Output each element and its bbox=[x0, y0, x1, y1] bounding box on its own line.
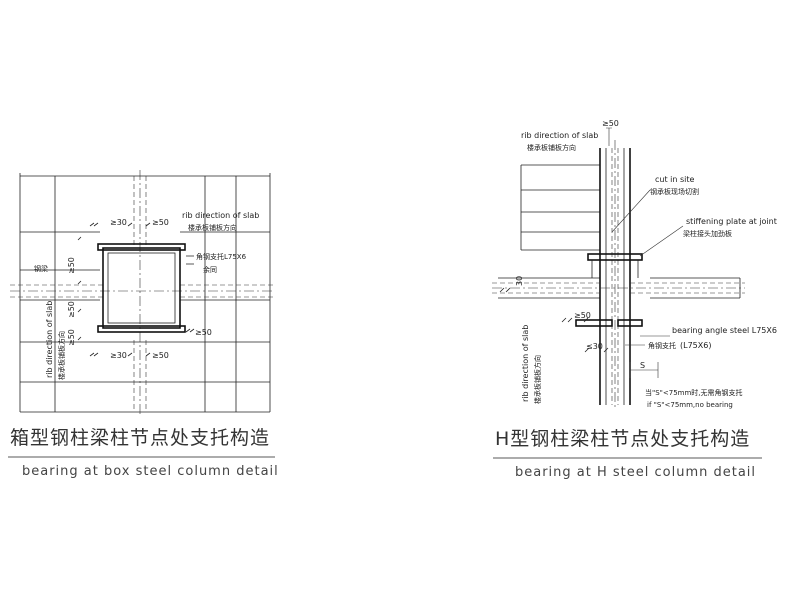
dim-30-top: ≥30 bbox=[110, 218, 127, 227]
h-column bbox=[599, 140, 631, 410]
dim-30-right: 30 bbox=[515, 276, 524, 286]
dim-50-mid-right: ≥50 bbox=[574, 311, 591, 320]
rib-direction-cn-vertical-right: 楼承板铺板方向 bbox=[533, 355, 542, 404]
beam-centerlines-left bbox=[10, 170, 275, 415]
slab-outline-right-upper bbox=[498, 164, 741, 299]
note-cn: 当"S"<75mm时,无需角钢支托 bbox=[645, 388, 743, 397]
right-title-cn: H型钢柱梁柱节点处支托构造 bbox=[495, 428, 750, 450]
h-beam-and-stiffener bbox=[492, 253, 745, 327]
rib-direction-en-right: rib direction of slab bbox=[521, 131, 598, 140]
dim-50-top: ≥50 bbox=[152, 218, 169, 227]
cut-in-site-en: cut in site bbox=[655, 175, 695, 184]
box-column-detail: ≥30 ≥50 rib direction of slab 楼承板铺板方向 钢梁… bbox=[8, 170, 279, 479]
bearing-angle-size: (L75X6) bbox=[680, 341, 711, 350]
box-column bbox=[97, 243, 186, 333]
cut-in-site-cn: 钢承板现场切割 bbox=[650, 187, 699, 196]
dim-marks-left bbox=[77, 222, 195, 357]
rib-direction-en-top: rib direction of slab bbox=[182, 211, 259, 220]
dim-50-left-upper: ≥50 bbox=[67, 257, 76, 274]
bearing-angle-en: bearing angle steel L75X6 bbox=[672, 326, 777, 335]
rib-direction-en-vertical-right: rib direction of slab bbox=[521, 325, 530, 402]
right-title-en: bearing at H steel column detail bbox=[515, 465, 756, 480]
dim-50-bottom: ≥50 bbox=[152, 351, 169, 360]
rib-direction-en-vertical: rib direction of slab bbox=[45, 301, 54, 378]
stiffening-plate-en: stiffening plate at joint bbox=[686, 217, 777, 226]
left-title-en: bearing at box steel column detail bbox=[22, 464, 279, 479]
slab-outline-left bbox=[19, 173, 271, 413]
stiffening-plate-cn: 梁柱接头加劲板 bbox=[683, 229, 732, 238]
leaders-right bbox=[499, 127, 684, 378]
left-title-cn: 箱型钢柱梁柱节点处支托构造 bbox=[10, 427, 270, 449]
dim-50-right: ≥50 bbox=[195, 328, 212, 337]
surround-label: 余同 bbox=[203, 265, 217, 274]
dim-50-left-lower: ≥50 bbox=[67, 329, 76, 346]
steel-beam-label: 钢梁 bbox=[34, 264, 48, 273]
rib-direction-cn-vertical: 楼承板铺板方向 bbox=[57, 331, 66, 380]
dim-30-low-right: ≤30 bbox=[586, 342, 603, 351]
angle-support-label: 角钢支托L75X6 bbox=[196, 252, 247, 261]
h-column-detail: ≥50 rib direction of slab 楼承板铺板方向 cut in… bbox=[492, 119, 777, 480]
bearing-angle-cn: 角钢支托 bbox=[648, 341, 676, 350]
dim-50-left-mid: ≥50 bbox=[67, 301, 76, 318]
rib-direction-cn-right: 楼承板铺板方向 bbox=[527, 143, 576, 152]
dim-50-top-right: ≥50 bbox=[602, 119, 619, 128]
dim-30-bottom: ≥30 bbox=[110, 351, 127, 360]
dim-s: S bbox=[640, 361, 645, 370]
note-en: if "S"<75mm,no bearing bbox=[647, 401, 733, 409]
rib-direction-cn-top: 楼承板铺板方向 bbox=[188, 223, 237, 232]
